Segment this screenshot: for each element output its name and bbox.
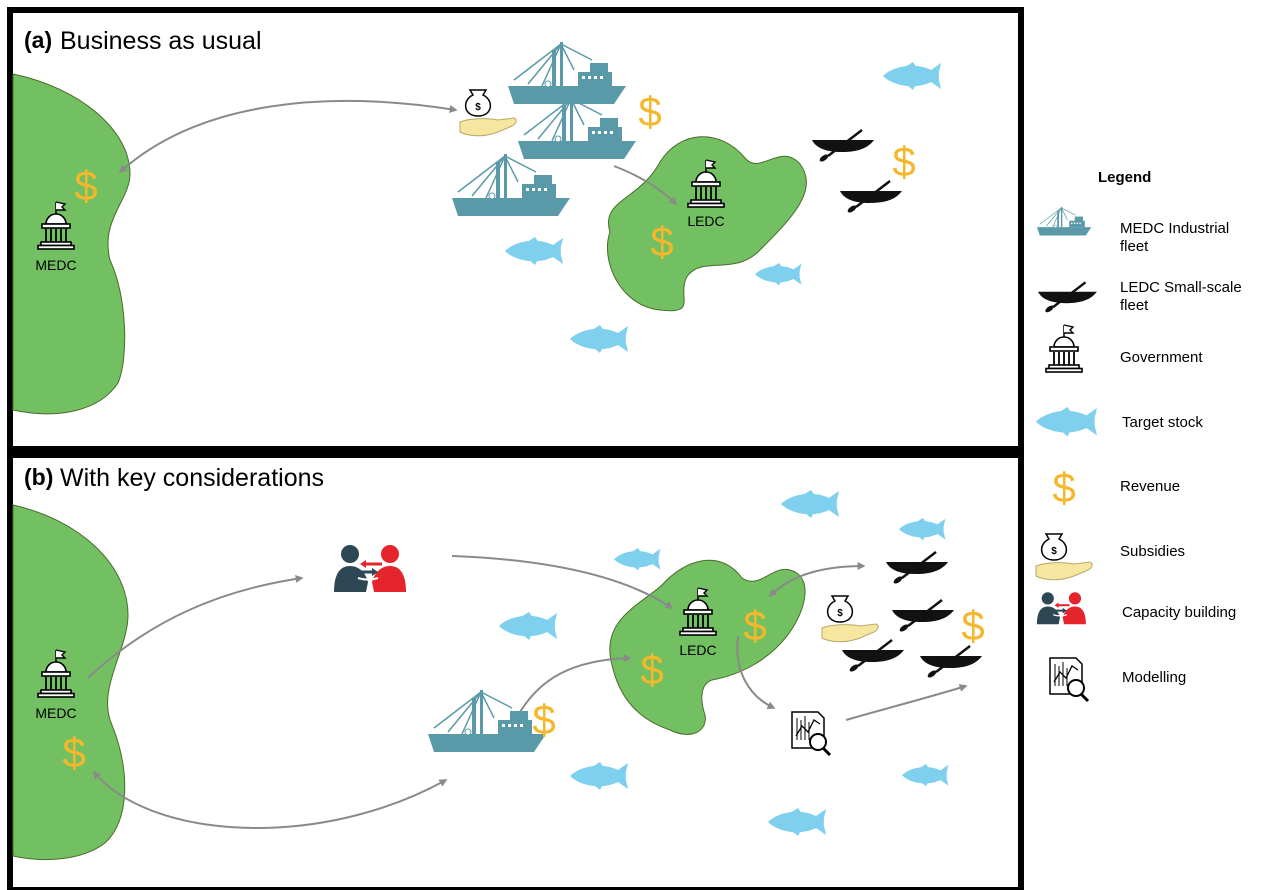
subsidies-icon xyxy=(1035,533,1093,581)
panel-b-ledc-label: LEDC xyxy=(679,642,716,658)
panel-a: MEDC LEDC $ $ $ $ (a) Business as usual xyxy=(7,7,1024,452)
panel-b-frame xyxy=(7,452,1024,890)
legend-label-industrial-fleet: MEDC Industrial fleet xyxy=(1120,220,1233,255)
panel-a-medc-label: MEDC xyxy=(35,257,76,273)
panel-b-arrow-capacity-ledc xyxy=(451,555,674,609)
panel-b-arrow-ledc-small-scale xyxy=(768,562,866,598)
capacity-building-icon xyxy=(1035,591,1087,626)
panel-b: MEDC LEDC $ $ $ $ $ (b) With key conside… xyxy=(7,452,1024,890)
panel-b-letter: (b) xyxy=(24,464,53,490)
panel-b-arrow-modelling-small-scale xyxy=(845,684,968,721)
panel-b-arrow-medc-fleet xyxy=(92,770,448,829)
legend: Legend $ MEDC Industrial fleet LEDC Smal… xyxy=(1035,169,1246,703)
panel-b-revenue-small-scale: $ xyxy=(961,602,984,649)
panel-a-title: Business as usual xyxy=(60,27,262,55)
panel-b-modelling-icon xyxy=(790,710,832,757)
legend-label-small-scale-fleet: LEDC Small-scale fleet xyxy=(1120,279,1246,314)
panel-b-ledc-land xyxy=(609,559,806,735)
panel-b-medc-label: MEDC xyxy=(35,705,76,721)
panel-a-revenue-small-scale: $ xyxy=(892,138,915,185)
panel-a-frame xyxy=(7,7,1024,452)
panel-a-revenue-medc: $ xyxy=(74,162,97,209)
panel-b-revenue-medc: $ xyxy=(62,729,85,776)
panel-a-letter: (a) xyxy=(24,27,52,53)
industrial-fleet-icon xyxy=(1036,206,1092,236)
legend-title: Legend xyxy=(1098,169,1151,186)
panel-a-revenue-fleet: $ xyxy=(638,88,661,135)
legend-label-subsidies: Subsidies xyxy=(1120,543,1185,560)
panel-b-arrow-medc-capacity xyxy=(87,574,304,679)
government-icon xyxy=(1045,324,1083,373)
panel-b-title: With key considerations xyxy=(60,464,324,492)
panel-a-ledc-land xyxy=(606,136,807,312)
legend-label-capacity-building: Capacity building xyxy=(1122,604,1236,621)
panel-a-revenue-ledc: $ xyxy=(650,218,673,265)
panel-b-revenue-fleet: $ xyxy=(532,696,555,743)
legend-label-modelling: Modelling xyxy=(1122,669,1186,686)
revenue-icon: $ xyxy=(1052,464,1075,511)
panel-b-arrow-fleet-ledc xyxy=(519,654,632,713)
legend-label-government: Government xyxy=(1120,349,1203,366)
target-stock-icon xyxy=(1036,407,1097,437)
panel-b-revenue-ledc-1: $ xyxy=(640,646,663,693)
legend-label-target-stock: Target stock xyxy=(1122,414,1203,431)
panel-b-revenue-ledc-2: $ xyxy=(743,602,766,649)
panel-a-arrow-medc-subsidy xyxy=(118,99,458,174)
modelling-icon xyxy=(1048,656,1090,703)
legend-label-revenue: Revenue xyxy=(1120,478,1180,495)
small-scale-fleet-icon xyxy=(1036,281,1099,315)
panel-a-ledc-label: LEDC xyxy=(687,213,724,229)
panel-a-arrow-fleet-ledc xyxy=(613,165,678,206)
panel-b-arrow-ledc-modelling xyxy=(736,635,776,709)
